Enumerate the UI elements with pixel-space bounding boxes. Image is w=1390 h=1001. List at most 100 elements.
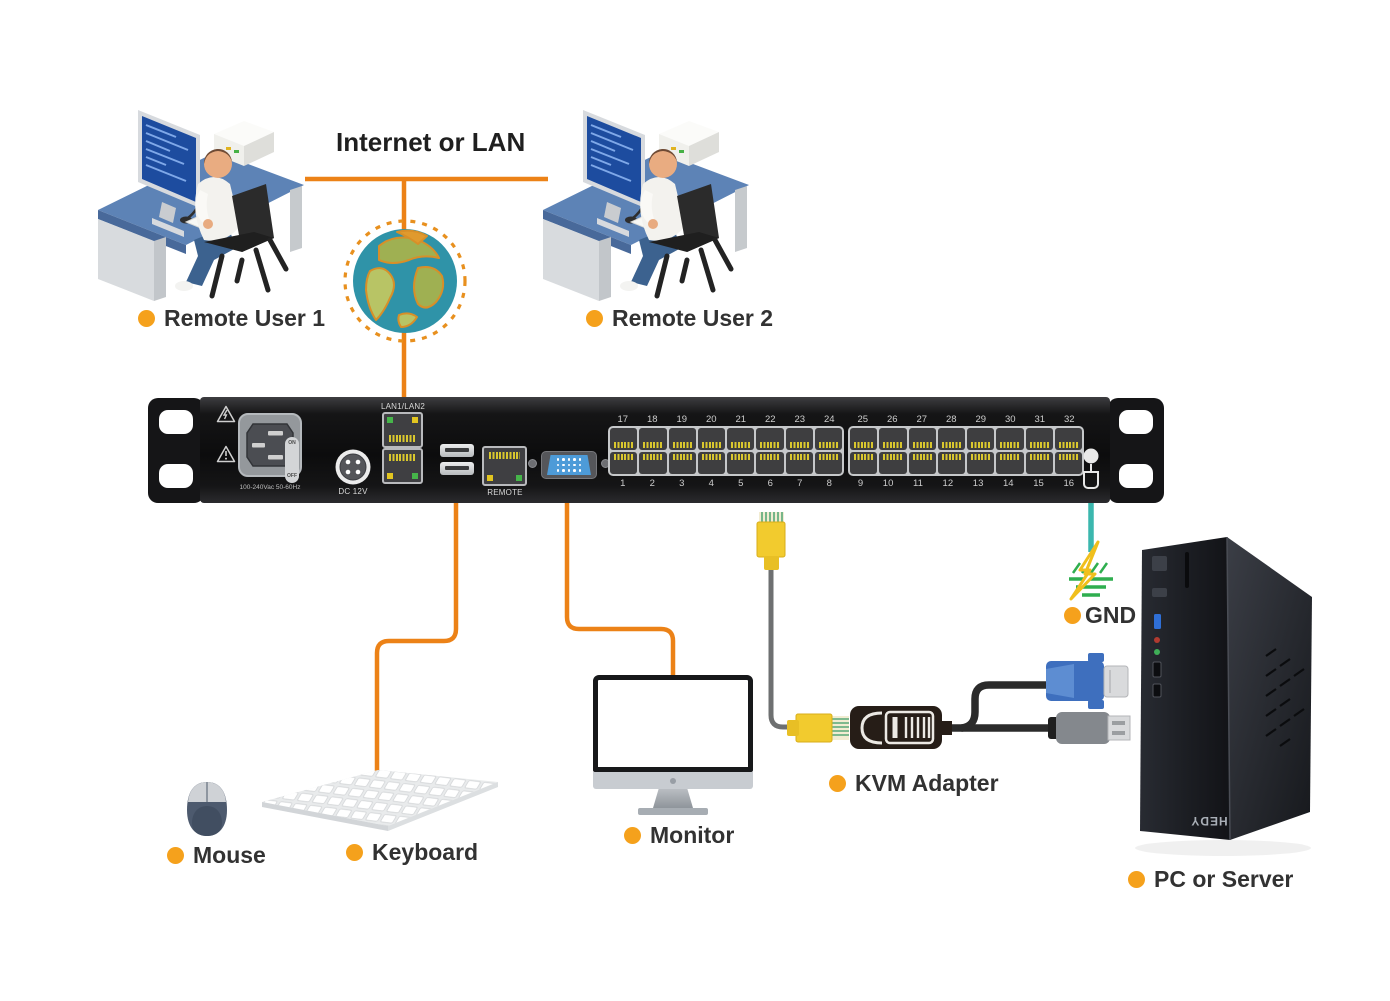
monitor-cable (564, 503, 676, 681)
rj45-port (639, 428, 667, 450)
power-off-label: OFF (287, 473, 297, 479)
usb3-port (1154, 614, 1161, 629)
rj45-port (610, 452, 638, 474)
port-number: 11 (913, 477, 923, 489)
port-number: 28 (945, 413, 957, 425)
port-number: 20 (705, 413, 717, 425)
port-number: 2 (649, 477, 655, 489)
keyboard-cable (374, 503, 459, 776)
port-number: 22 (764, 413, 776, 425)
high-voltage-warning-icon (216, 405, 236, 423)
dc-power-jack (335, 449, 371, 485)
port-number: 19 (676, 413, 688, 425)
rj45-port (908, 452, 936, 474)
internet-or-lan-label: Internet or LAN (336, 127, 526, 157)
port-number: 9 (857, 477, 864, 489)
pc-tower-icon (1135, 536, 1312, 856)
rj45-port (814, 428, 842, 450)
lan2-port (382, 448, 423, 484)
rack-mount-hole (159, 464, 193, 488)
port-number: 16 (1063, 477, 1075, 489)
rack-ear-right (1108, 398, 1164, 503)
port-number: 29 (975, 413, 987, 425)
side-vent (1265, 648, 1305, 747)
rj45-port (697, 452, 725, 474)
port-number: 17 (617, 413, 629, 425)
port-number: 5 (738, 477, 744, 489)
rj45-plug-up-icon (756, 512, 786, 570)
rj45-port (785, 452, 813, 474)
bullet-icon (138, 310, 155, 327)
remote-port (482, 446, 527, 486)
power-button (1152, 556, 1167, 571)
cat5-cable (768, 566, 798, 730)
dc-12v-label: DC 12V (338, 487, 368, 496)
bullet-icon (346, 844, 363, 861)
port-number: 7 (797, 477, 803, 489)
ground-symbol-icon (1069, 540, 1113, 601)
monitor-icon (593, 675, 753, 815)
bullet-icon (1064, 607, 1081, 624)
mouse-label: Mouse (167, 842, 266, 869)
kvm-adapter-label: KVM Adapter (829, 770, 999, 797)
remote-user-1-workstation (96, 90, 316, 305)
mouse-icon (187, 782, 227, 836)
rack-ear-left (148, 398, 204, 503)
kvm-adapter-icon (850, 706, 952, 749)
lan1-port (382, 412, 423, 448)
lan-label: LAN1/LAN2 (380, 402, 426, 411)
port-number: 8 (826, 477, 832, 489)
keyboard-label: Keyboard (346, 839, 478, 866)
bullet-icon (829, 775, 846, 792)
pc-or-server-label: PC or Server (1128, 866, 1293, 893)
monitor-stand (653, 789, 693, 808)
rj45-port (996, 452, 1024, 474)
grounding-post (1083, 448, 1099, 489)
port-number: 12 (942, 477, 954, 489)
rj45-port (668, 428, 696, 450)
rj45-port-bank (608, 426, 844, 476)
port-number: 3 (679, 477, 685, 489)
remote-user-1-label: Remote User 1 (138, 305, 325, 332)
monitor-base (638, 808, 708, 815)
rj45-port (697, 428, 725, 450)
rj45-port (1054, 428, 1082, 450)
rj45-port (908, 428, 936, 450)
rj45-port (727, 452, 755, 474)
vga-connector-icon (1046, 653, 1129, 709)
rj45-port (610, 428, 638, 450)
port-number: 13 (972, 477, 984, 489)
port-number: 32 (1063, 413, 1075, 425)
port-number: 6 (767, 477, 773, 489)
screw (528, 459, 537, 468)
power-switch: ON OFF (285, 437, 299, 483)
pc-brand-text: HEDY (1190, 814, 1228, 828)
rj45-port (639, 452, 667, 474)
rj45-port-bank (848, 426, 1084, 476)
bullet-icon (167, 847, 184, 864)
port-number: 24 (823, 413, 835, 425)
usb-connector-icon (1048, 712, 1131, 744)
rj45-port (879, 452, 907, 474)
usb-port (440, 462, 474, 475)
caution-warning-icon (216, 445, 236, 463)
rack-mount-hole (1119, 410, 1153, 434)
rj45-port (727, 428, 755, 450)
rj45-port (850, 452, 878, 474)
power-rating-text: 100-240Vac 50-60Hz (239, 484, 301, 491)
port-number: 1 (620, 477, 626, 489)
rj45-plug-right-icon (787, 713, 849, 743)
rj45-port (937, 452, 965, 474)
remote-label: REMOTE (487, 488, 523, 497)
rj45-port (1054, 452, 1082, 474)
rj45-port (785, 428, 813, 450)
monitor-chin (593, 772, 753, 789)
monitor-label: Monitor (624, 822, 734, 849)
port-number: 14 (1003, 477, 1014, 489)
